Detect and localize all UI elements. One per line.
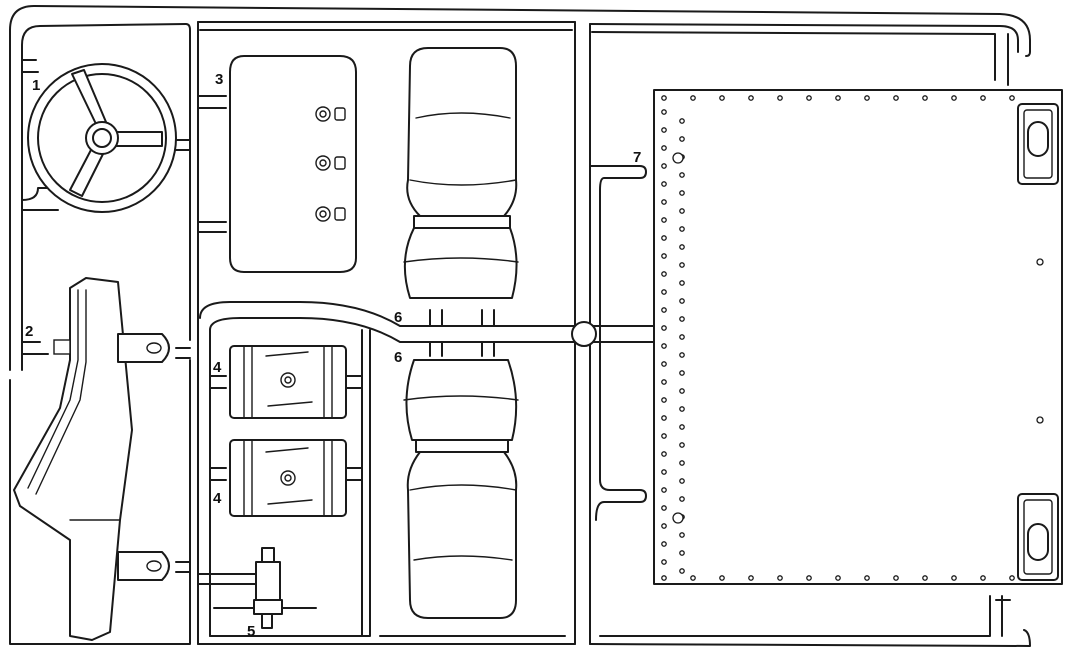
rivet-dot	[719, 95, 725, 101]
rivet-dot	[679, 532, 685, 538]
rivet-dot	[661, 163, 667, 169]
rivet-dot	[679, 262, 685, 268]
rivet-dot	[679, 208, 685, 214]
rivet-dot	[661, 469, 667, 475]
rivet-dot	[864, 575, 870, 581]
rivet-dot	[661, 451, 667, 457]
rivet-dot	[679, 370, 685, 376]
rivet-dot	[661, 235, 667, 241]
rivet-dot	[864, 95, 870, 101]
rivet-dot	[679, 244, 685, 250]
rivet-dot	[679, 136, 685, 142]
rivet-dot	[661, 127, 667, 133]
rivet-dot	[661, 289, 667, 295]
rivet-dot	[980, 575, 986, 581]
steering-wheel-icon	[27, 63, 177, 213]
seat-base-upper-icon	[229, 345, 347, 419]
rivet-dot	[661, 505, 667, 511]
rivet-dot	[661, 433, 667, 439]
rivet-dot	[1009, 575, 1015, 581]
rivet-dot	[980, 95, 986, 101]
rivet-dot	[679, 388, 685, 394]
part-number-2: 2	[25, 323, 33, 340]
rivet-dot	[1009, 95, 1015, 101]
rivet-dot	[719, 575, 725, 581]
rivet-dot	[748, 575, 754, 581]
rivet-dot	[661, 575, 667, 581]
rivet-dot	[661, 253, 667, 259]
rivet-dot	[679, 478, 685, 484]
rivet-dot	[679, 118, 685, 124]
rivet-dot	[679, 316, 685, 322]
floor-plate-icon	[653, 89, 1063, 585]
rivet-dot	[661, 217, 667, 223]
rivet-dot	[777, 575, 783, 581]
rivet-dot	[661, 199, 667, 205]
rivet-dot	[893, 575, 899, 581]
lever-icon	[213, 547, 317, 629]
rivet-dot	[679, 226, 685, 232]
part-number-5: 5	[247, 623, 255, 640]
rivet-dot	[661, 325, 667, 331]
rivet-dot	[661, 181, 667, 187]
rivet-dot	[679, 298, 685, 304]
rivet-dot	[835, 95, 841, 101]
rivet-dot	[777, 95, 783, 101]
seat-base-lower-icon	[229, 439, 347, 517]
rivet-dot	[679, 568, 685, 574]
rivet-dot	[679, 550, 685, 556]
seat-upper-icon	[403, 47, 519, 299]
rivet-dot	[893, 95, 899, 101]
rivet-dot	[661, 307, 667, 313]
rivet-dot	[922, 575, 928, 581]
part-number-6-upper: 6	[394, 309, 402, 326]
rivet-dot	[806, 575, 812, 581]
rivet-dot	[661, 541, 667, 547]
part-number-3: 3	[215, 71, 223, 88]
rivet-dot	[951, 95, 957, 101]
gauge-panel-icon	[229, 55, 357, 273]
rivet-dot	[679, 190, 685, 196]
rivet-dot	[922, 95, 928, 101]
rivet-dot	[661, 397, 667, 403]
rivet-dot	[679, 334, 685, 340]
rivet-dot	[748, 95, 754, 101]
rivet-dot	[661, 559, 667, 565]
rivet-dot	[679, 172, 685, 178]
part-labels: 1 2 3 4 4 5 6 6 7	[25, 71, 641, 640]
rivet-dot	[661, 109, 667, 115]
rivet-dot	[835, 575, 841, 581]
rivet-dot	[661, 415, 667, 421]
rivet-dot	[690, 95, 696, 101]
rivet-dot	[679, 442, 685, 448]
rivet-dot	[679, 424, 685, 430]
part-number-4-lower: 4	[213, 490, 222, 507]
rivet-dot	[679, 496, 685, 502]
sprue-frame	[9, 5, 1031, 647]
rivet-dot	[679, 460, 685, 466]
rivet-dot	[661, 523, 667, 529]
rivet-dot	[661, 343, 667, 349]
rivet-dot	[661, 361, 667, 367]
part-number-1: 1	[32, 77, 40, 94]
rivet-dot	[661, 271, 667, 277]
seat-lower-icon	[403, 359, 519, 619]
rivet-dot	[661, 95, 667, 101]
rivet-dot	[679, 406, 685, 412]
dashboard-icon	[13, 277, 170, 641]
rivet-dot	[679, 280, 685, 286]
rivet-dot	[661, 145, 667, 151]
part-number-6-lower: 6	[394, 349, 402, 366]
part-number-7: 7	[633, 149, 641, 166]
floor-plate-rivets	[661, 95, 1015, 581]
rivet-dot	[806, 95, 812, 101]
part-number-4-upper: 4	[213, 359, 222, 376]
rivet-dot	[661, 379, 667, 385]
rivet-dot	[690, 575, 696, 581]
rivet-dot	[951, 575, 957, 581]
rivet-dot	[679, 352, 685, 358]
rivet-dot	[661, 487, 667, 493]
